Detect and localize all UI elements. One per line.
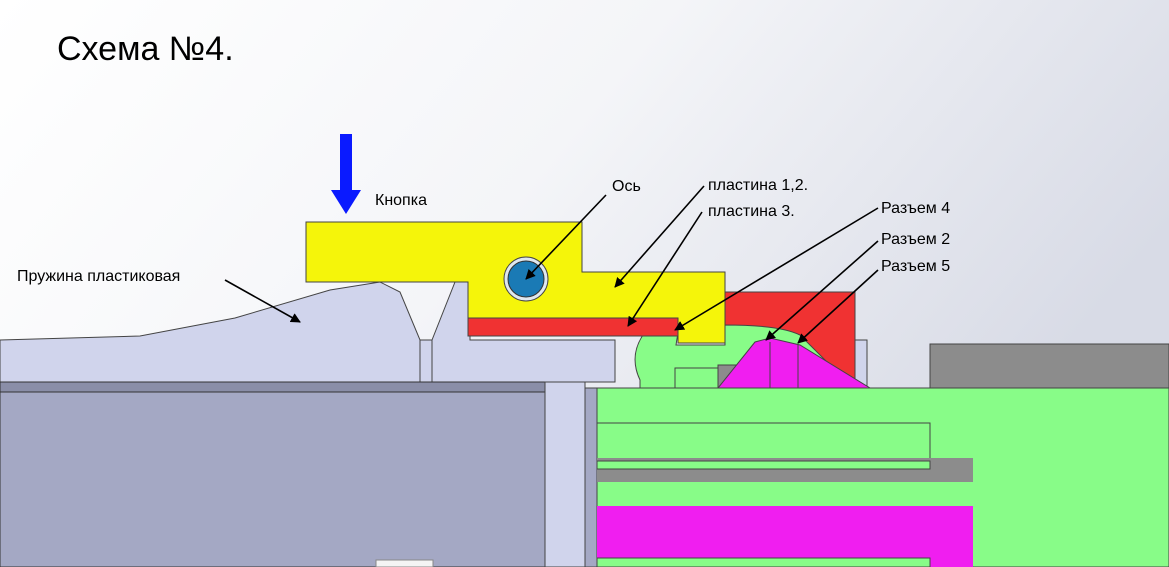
label-connector-4: Разъем 4: [881, 200, 951, 217]
page-title: Схема №4.: [57, 30, 234, 68]
gray-block: [929, 343, 1169, 390]
label-axis: Ось: [612, 178, 641, 195]
press-arrow-icon: [331, 134, 361, 214]
label-button: Кнопка: [375, 192, 427, 209]
magenta-block: [597, 506, 973, 567]
label-spring: Пружина пластиковая: [17, 268, 181, 285]
label-plate-1-2: пластина 1,2.: [708, 177, 809, 194]
housing-left: [0, 381, 546, 567]
plate-3: [467, 317, 679, 337]
label-connector-5: Разъем 5: [881, 258, 951, 275]
leader-lines: [224, 185, 879, 344]
label-connector-2: Разъем 2: [881, 231, 951, 248]
label-plate-3: пластина 3.: [708, 203, 795, 220]
